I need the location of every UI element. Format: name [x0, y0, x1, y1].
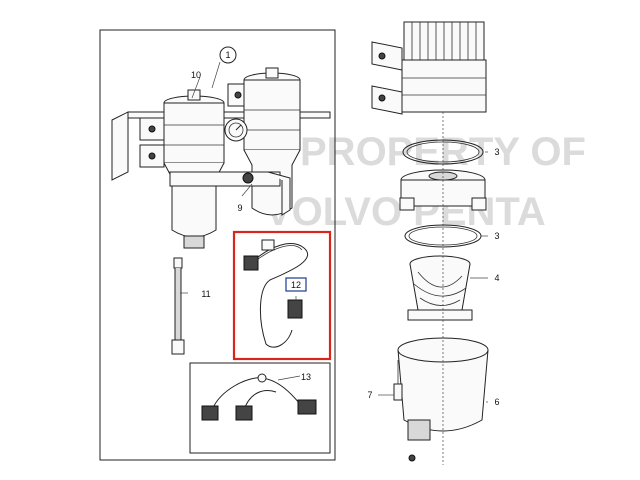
crossover-valve [169, 171, 291, 216]
sensor-part-11 [171, 257, 185, 355]
callout-3-lower: 3 [494, 231, 499, 241]
wiring-harness-13 [201, 373, 317, 421]
callout-7: 7 [367, 390, 372, 400]
callout-9: 9 [237, 203, 242, 213]
highlight-box [232, 230, 332, 361]
callout-10: 10 [191, 70, 201, 80]
callout-13: 13 [301, 372, 311, 382]
callout-4: 4 [494, 273, 499, 283]
vacuum-gauge [224, 118, 248, 142]
wiring-harness-12 [243, 239, 308, 348]
callout-1: 1 [219, 46, 237, 64]
harness-13-box [189, 362, 331, 454]
callout-3-upper: 3 [494, 147, 499, 157]
callout-11: 11 [201, 289, 210, 299]
callout-12: 12 [285, 277, 307, 292]
callout-6: 6 [494, 397, 499, 407]
exploded-filter-assembly [371, 21, 489, 465]
left-filter-housing [163, 89, 225, 249]
assembly-frame [99, 29, 336, 461]
callout-1-text: 1 [225, 50, 230, 60]
callout-12-text: 12 [291, 280, 301, 290]
leader-lines [180, 61, 488, 403]
right-filter-housing [243, 67, 301, 216]
